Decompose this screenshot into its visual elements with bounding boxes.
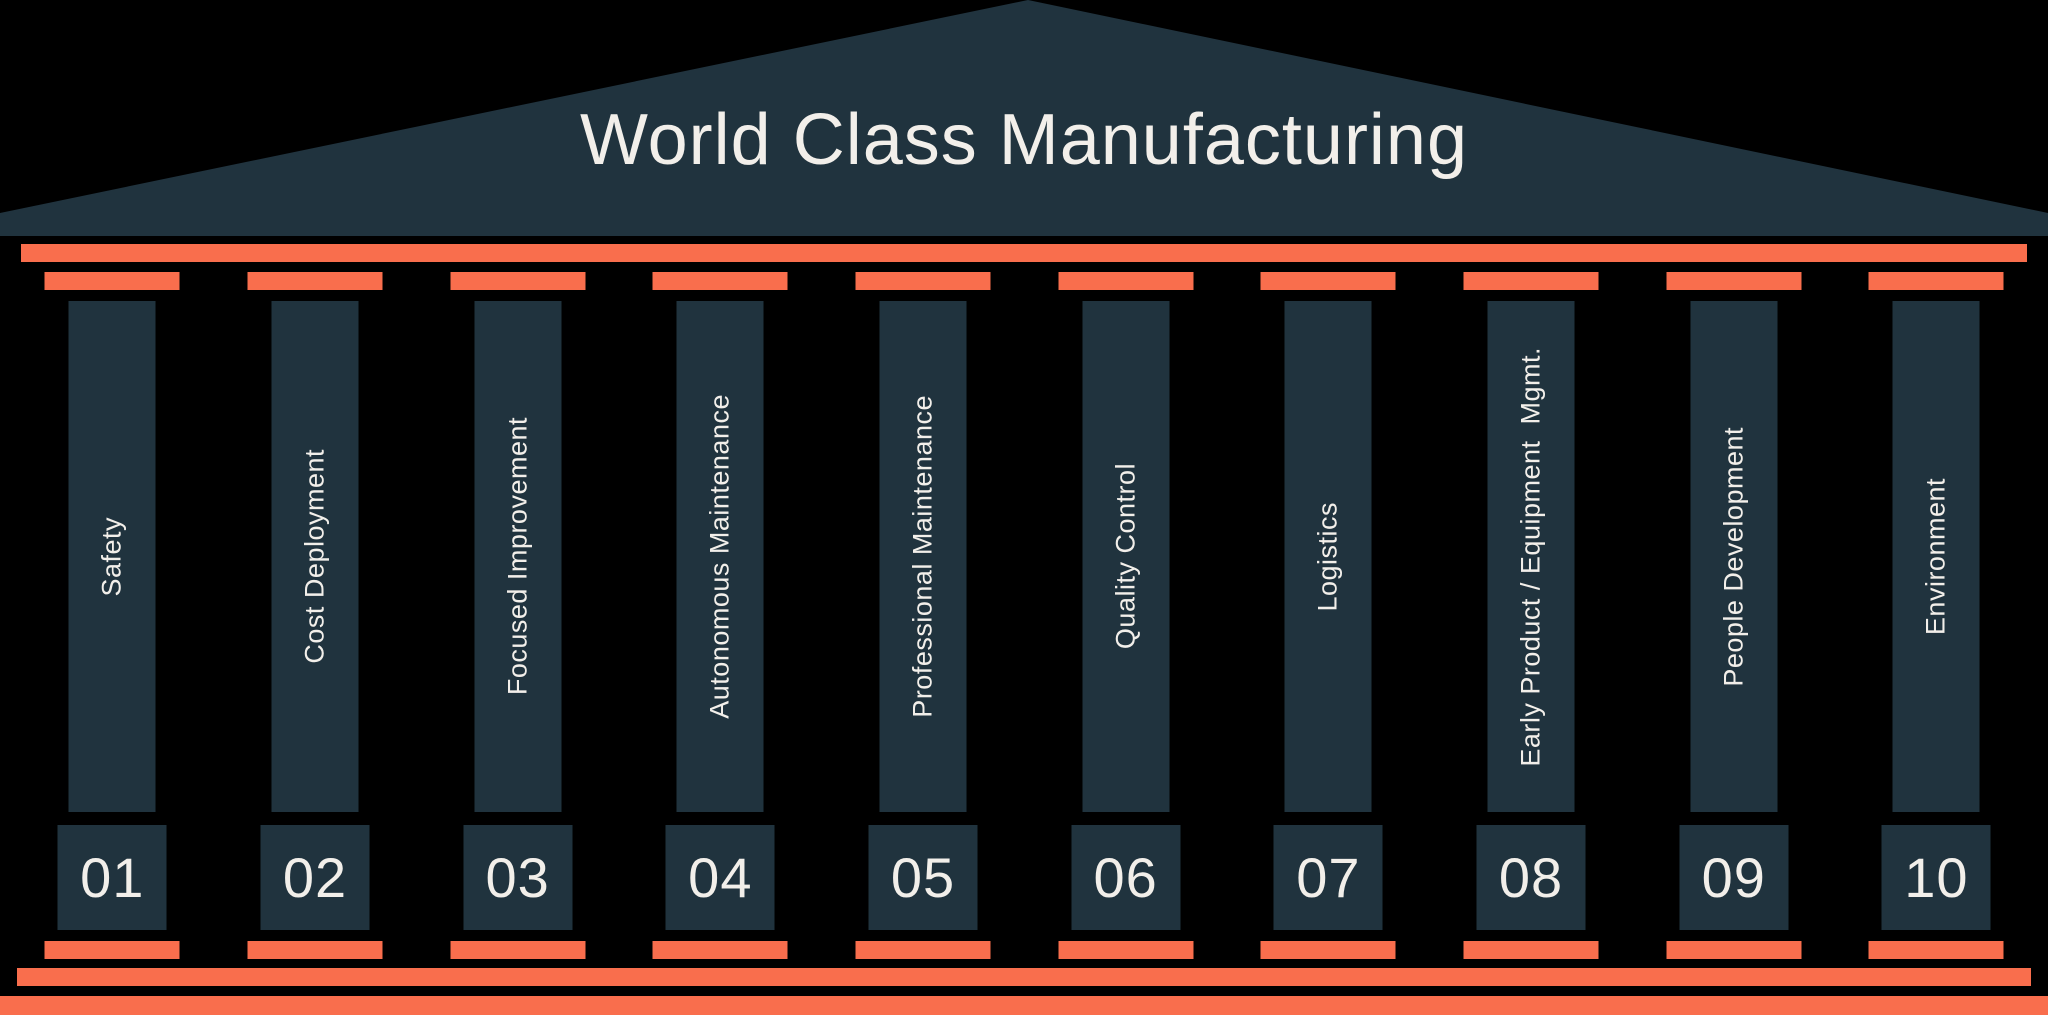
pillar-number: 09 <box>1701 846 1766 909</box>
pillar-shaft: Focused Improvement <box>474 301 562 812</box>
pillar-label: People Development <box>1718 426 1749 687</box>
pillar-number-box: 07 <box>1273 825 1383 930</box>
pillar-label: Early Product / Equipment Mgmt. <box>1515 346 1546 767</box>
pillar-plinth-bar <box>247 941 383 959</box>
pillar-number: 06 <box>1093 846 1158 909</box>
pillar-plinth-bar <box>1058 941 1194 959</box>
pillar-number-box: 06 <box>1071 825 1181 930</box>
pillar-plinth-bar <box>855 941 991 959</box>
pillar-number-box: 03 <box>463 825 573 930</box>
pillar-label: Environment <box>1920 477 1951 636</box>
pillar-plinth-bar <box>1666 941 1802 959</box>
pillar-capital-bar <box>1868 272 2004 290</box>
pillar-number: 10 <box>1904 846 1969 909</box>
pillar-number-box: 01 <box>57 825 167 930</box>
pillar-shaft: People Development <box>1690 301 1778 812</box>
pillar-shaft: Autonomous Maintenance <box>676 301 764 812</box>
pillar-label: Safety <box>96 516 127 597</box>
pillar-number-box: 10 <box>1881 825 1991 930</box>
pillar-shaft: Quality Control <box>1082 301 1170 812</box>
pillar-plinth-bar <box>1260 941 1396 959</box>
pillar-number: 02 <box>282 846 348 909</box>
pillar-number: 04 <box>688 846 753 909</box>
pillar-number-box: 05 <box>868 825 978 930</box>
stylobate-base-bar <box>0 996 2048 1015</box>
pillar-plinth-bar <box>1463 941 1599 959</box>
pillar-number: 08 <box>1498 846 1564 909</box>
pillar-label: Focused Improvement <box>502 417 533 696</box>
pillar-capital-bar <box>450 272 586 290</box>
pillar-shaft: Environment <box>1892 301 1980 812</box>
pillar-number: 07 <box>1296 846 1361 909</box>
pillar-label: Cost Deployment <box>299 449 330 664</box>
pillar-capital-bar <box>652 272 788 290</box>
pillar-label: Quality Control <box>1110 463 1141 650</box>
pillar-number-box: 09 <box>1679 825 1789 930</box>
pillar-label: Autonomous Maintenance <box>704 394 735 719</box>
pillar-label: Professional Maintenance <box>907 395 938 718</box>
architrave-beam <box>21 244 2027 262</box>
pillar-number-box: 08 <box>1476 825 1586 930</box>
pillar-plinth-bar <box>450 941 586 959</box>
diagram-title: World Class Manufacturing <box>579 100 1468 180</box>
pillar-number: 01 <box>80 846 145 909</box>
pillar-plinth-bar <box>44 941 180 959</box>
pillar-number: 03 <box>485 846 550 909</box>
pillar-shaft: Cost Deployment <box>271 301 359 812</box>
pillar-capital-bar <box>1058 272 1194 290</box>
pillar-capital-bar <box>1666 272 1802 290</box>
pillar-number: 05 <box>890 846 956 909</box>
pillar-shaft: Logistics <box>1284 301 1372 812</box>
pillar-plinth-bar <box>1868 941 2004 959</box>
pillar-number-box: 04 <box>665 825 775 930</box>
pillar-capital-bar <box>1463 272 1599 290</box>
pillar-number-box: 02 <box>260 825 370 930</box>
pillar-capital-bar <box>1260 272 1396 290</box>
pillar-plinth-bar <box>652 941 788 959</box>
pillar-label: Logistics <box>1312 501 1343 612</box>
pillar-capital-bar <box>44 272 180 290</box>
pillar-shaft: Early Product / Equipment Mgmt. <box>1487 301 1575 812</box>
pillar-shaft: Safety <box>68 301 156 812</box>
pillar-capital-bar <box>855 272 991 290</box>
pillar-shaft: Professional Maintenance <box>879 301 967 812</box>
pediment-roof: World Class Manufacturing <box>0 0 2048 236</box>
stylobate-upper-bar <box>17 968 2031 986</box>
pillar-capital-bar <box>247 272 383 290</box>
